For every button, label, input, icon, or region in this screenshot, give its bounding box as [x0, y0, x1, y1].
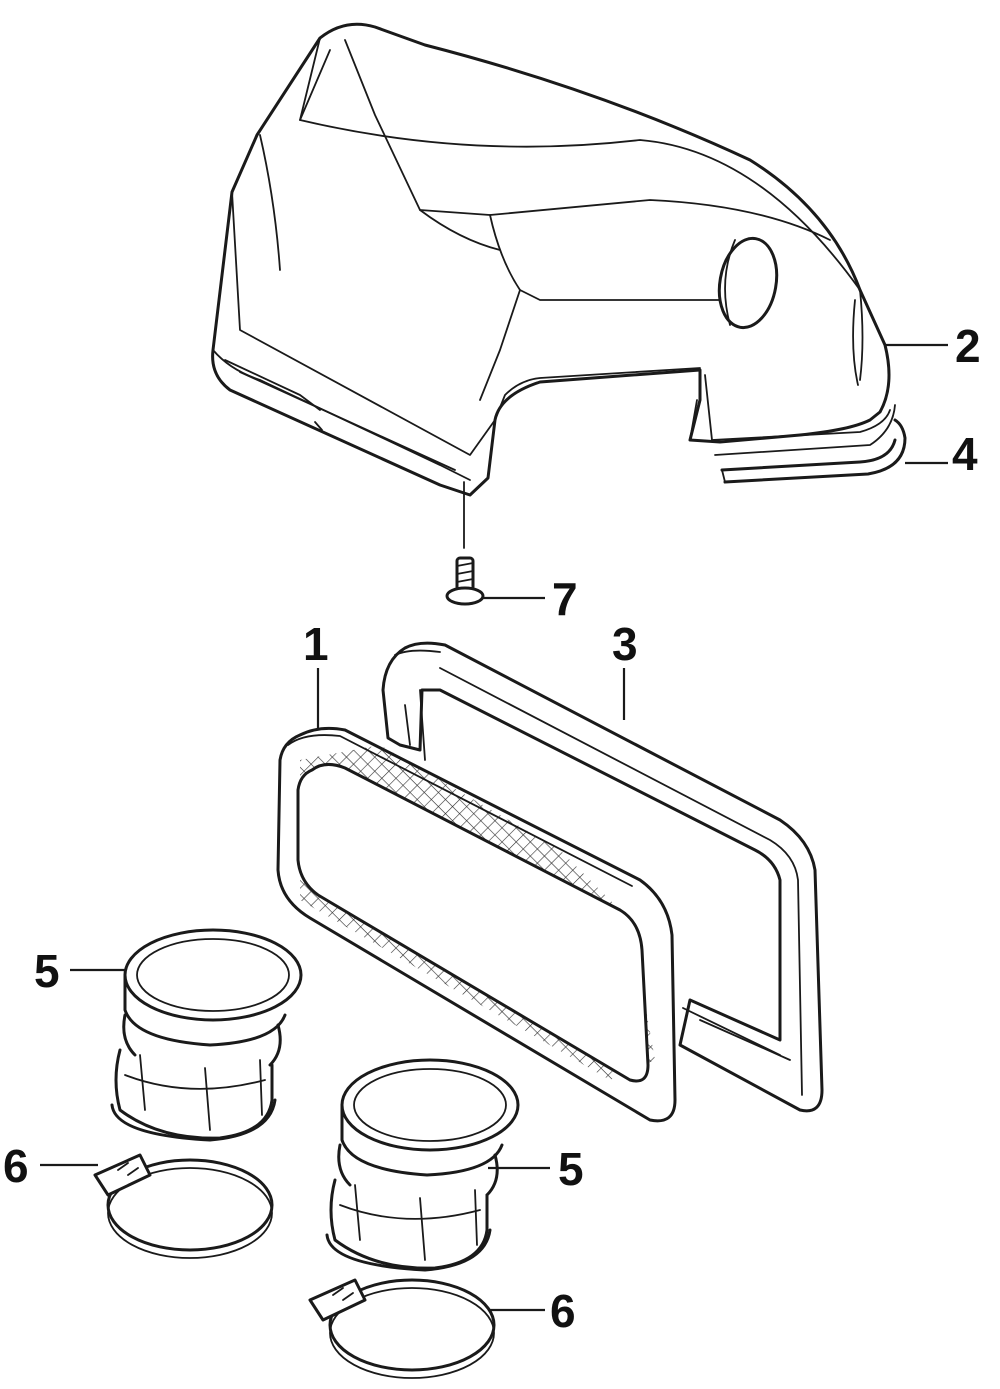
callout-5-right: 5 — [558, 1143, 584, 1195]
callout-4: 4 — [952, 428, 978, 480]
filter-element — [276, 726, 677, 1123]
callout-1: 1 — [303, 618, 329, 670]
cover-screw — [445, 481, 485, 606]
intake-adapter-left — [110, 928, 303, 1142]
callout-3: 3 — [612, 618, 638, 670]
hose-clamp-right — [308, 1278, 496, 1379]
callout-2: 2 — [955, 320, 981, 372]
leader-lines — [40, 343, 948, 1312]
callout-6-left: 6 — [3, 1140, 29, 1192]
callout-5-left: 5 — [34, 945, 60, 997]
callout-6-right: 6 — [550, 1285, 576, 1337]
cover-seal — [720, 418, 907, 484]
hose-clamp-left — [93, 1153, 274, 1259]
callout-7: 7 — [552, 573, 578, 625]
air-filter-cover — [211, 22, 896, 497]
intake-adapter-right — [325, 1058, 520, 1272]
filter-gasket-frame — [381, 641, 824, 1113]
